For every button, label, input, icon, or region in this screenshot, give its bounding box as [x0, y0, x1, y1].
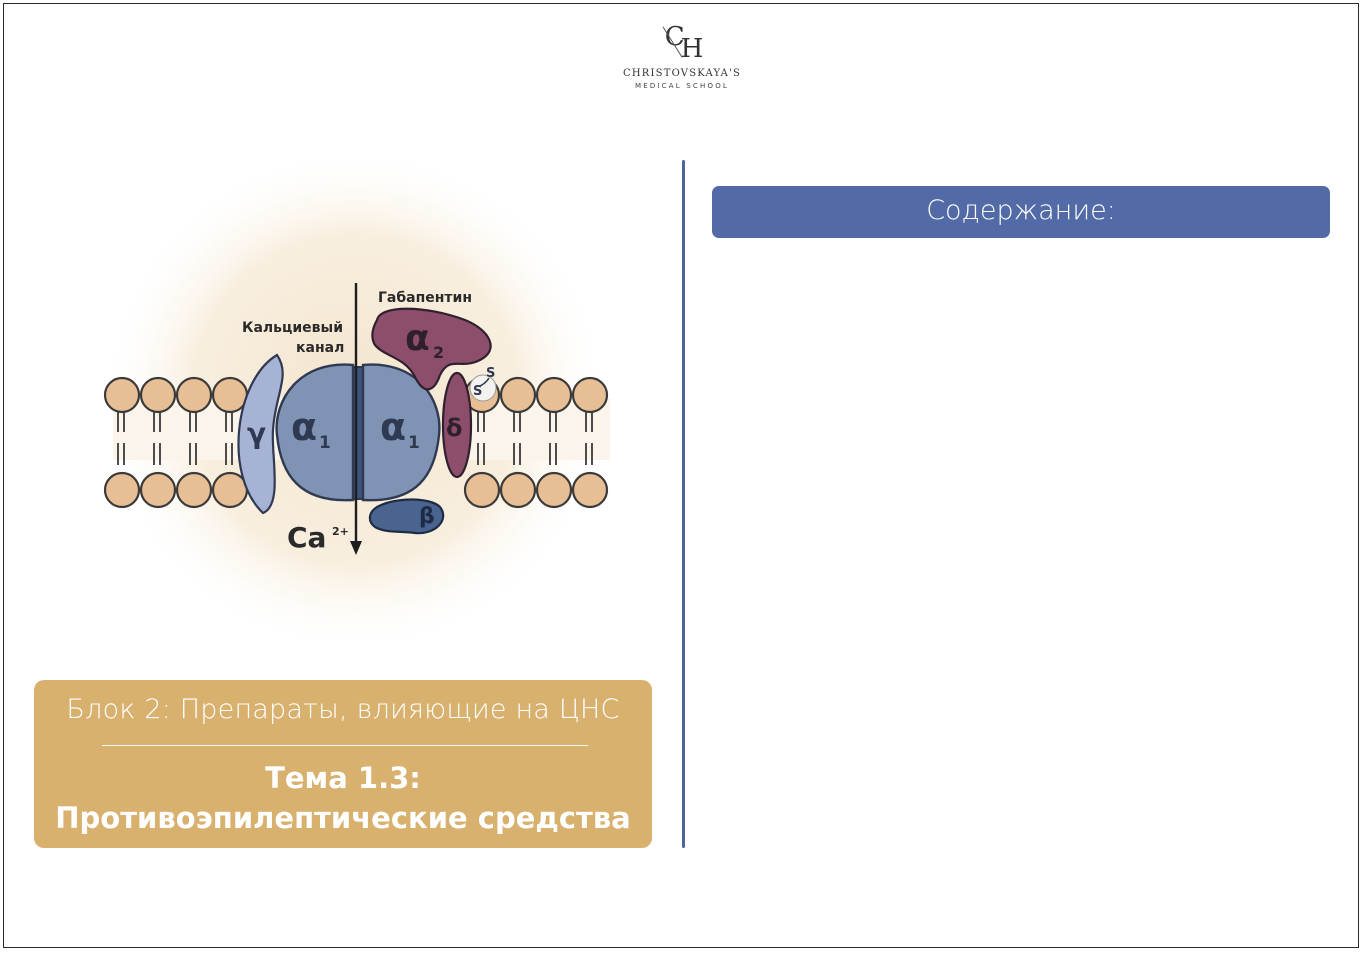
calcium-channel-svg: γ α 1 α 1 α 2 S S δ β Габапентин Кальцие…	[100, 145, 610, 655]
channel-label-line2: канал	[296, 340, 344, 356]
logo-monogram-h: H	[680, 34, 704, 64]
alpha1-left-label: α	[291, 405, 317, 449]
lipid-tail-lines	[117, 410, 593, 465]
ion-flow-arrowhead-icon	[350, 541, 362, 555]
disulfide-bond-line	[479, 377, 490, 387]
disulfide-bubble	[469, 374, 497, 402]
alpha1-left-sub: 1	[319, 433, 331, 453]
logo: CH CHRISTOVSKAYA'S MEDICAL SCHOOL	[600, 20, 764, 90]
gamma-label: γ	[247, 417, 266, 450]
disulfide-s2: S	[486, 366, 495, 381]
alpha2-sub: 2	[433, 343, 444, 362]
contents-header: Содержание:	[712, 186, 1330, 238]
delta-subunit	[441, 371, 473, 479]
beta-label: β	[419, 504, 435, 529]
ion-charge-label: 2+	[332, 525, 349, 538]
page-frame	[3, 3, 1359, 948]
title-divider	[102, 745, 588, 746]
logo-monogram: CH	[600, 20, 764, 66]
channel-pore	[352, 366, 364, 500]
alpha1-right-subunit	[361, 363, 441, 502]
alpha2-subunit	[371, 307, 492, 391]
block-label: Блок 2: Препараты, влияющие на ЦНС	[66, 694, 620, 725]
logo-monogram-c: C	[664, 22, 685, 52]
alpha2-label: α	[405, 318, 430, 359]
alpha1-right-label: α	[380, 405, 406, 449]
title-box: Блок 2: Препараты, влияющие на ЦНС Тема …	[34, 680, 652, 848]
channel-label-line1: Кальциевый	[242, 320, 343, 336]
calcium-channel-illustration: γ α 1 α 1 α 2 S S δ β Габапентин Кальцие…	[95, 145, 615, 665]
gabapentin-label: Габапентин	[378, 290, 472, 306]
ion-label: Ca	[287, 521, 326, 554]
beta-subunit	[368, 498, 445, 535]
alpha1-left-subunit	[275, 363, 355, 502]
lipid-heads	[103, 376, 609, 509]
delta-label: δ	[446, 414, 463, 442]
alpha1-right-sub: 1	[408, 433, 420, 453]
gamma-subunit	[237, 353, 284, 515]
disulfide-s1: S	[473, 384, 482, 399]
logo-name: CHRISTOVSKAYA'S	[623, 68, 741, 79]
vertical-divider	[682, 160, 685, 848]
logo-subtitle: MEDICAL SCHOOL	[634, 82, 730, 90]
topic-title: Тема 1.3: Противоэпилептические средства	[55, 761, 631, 835]
